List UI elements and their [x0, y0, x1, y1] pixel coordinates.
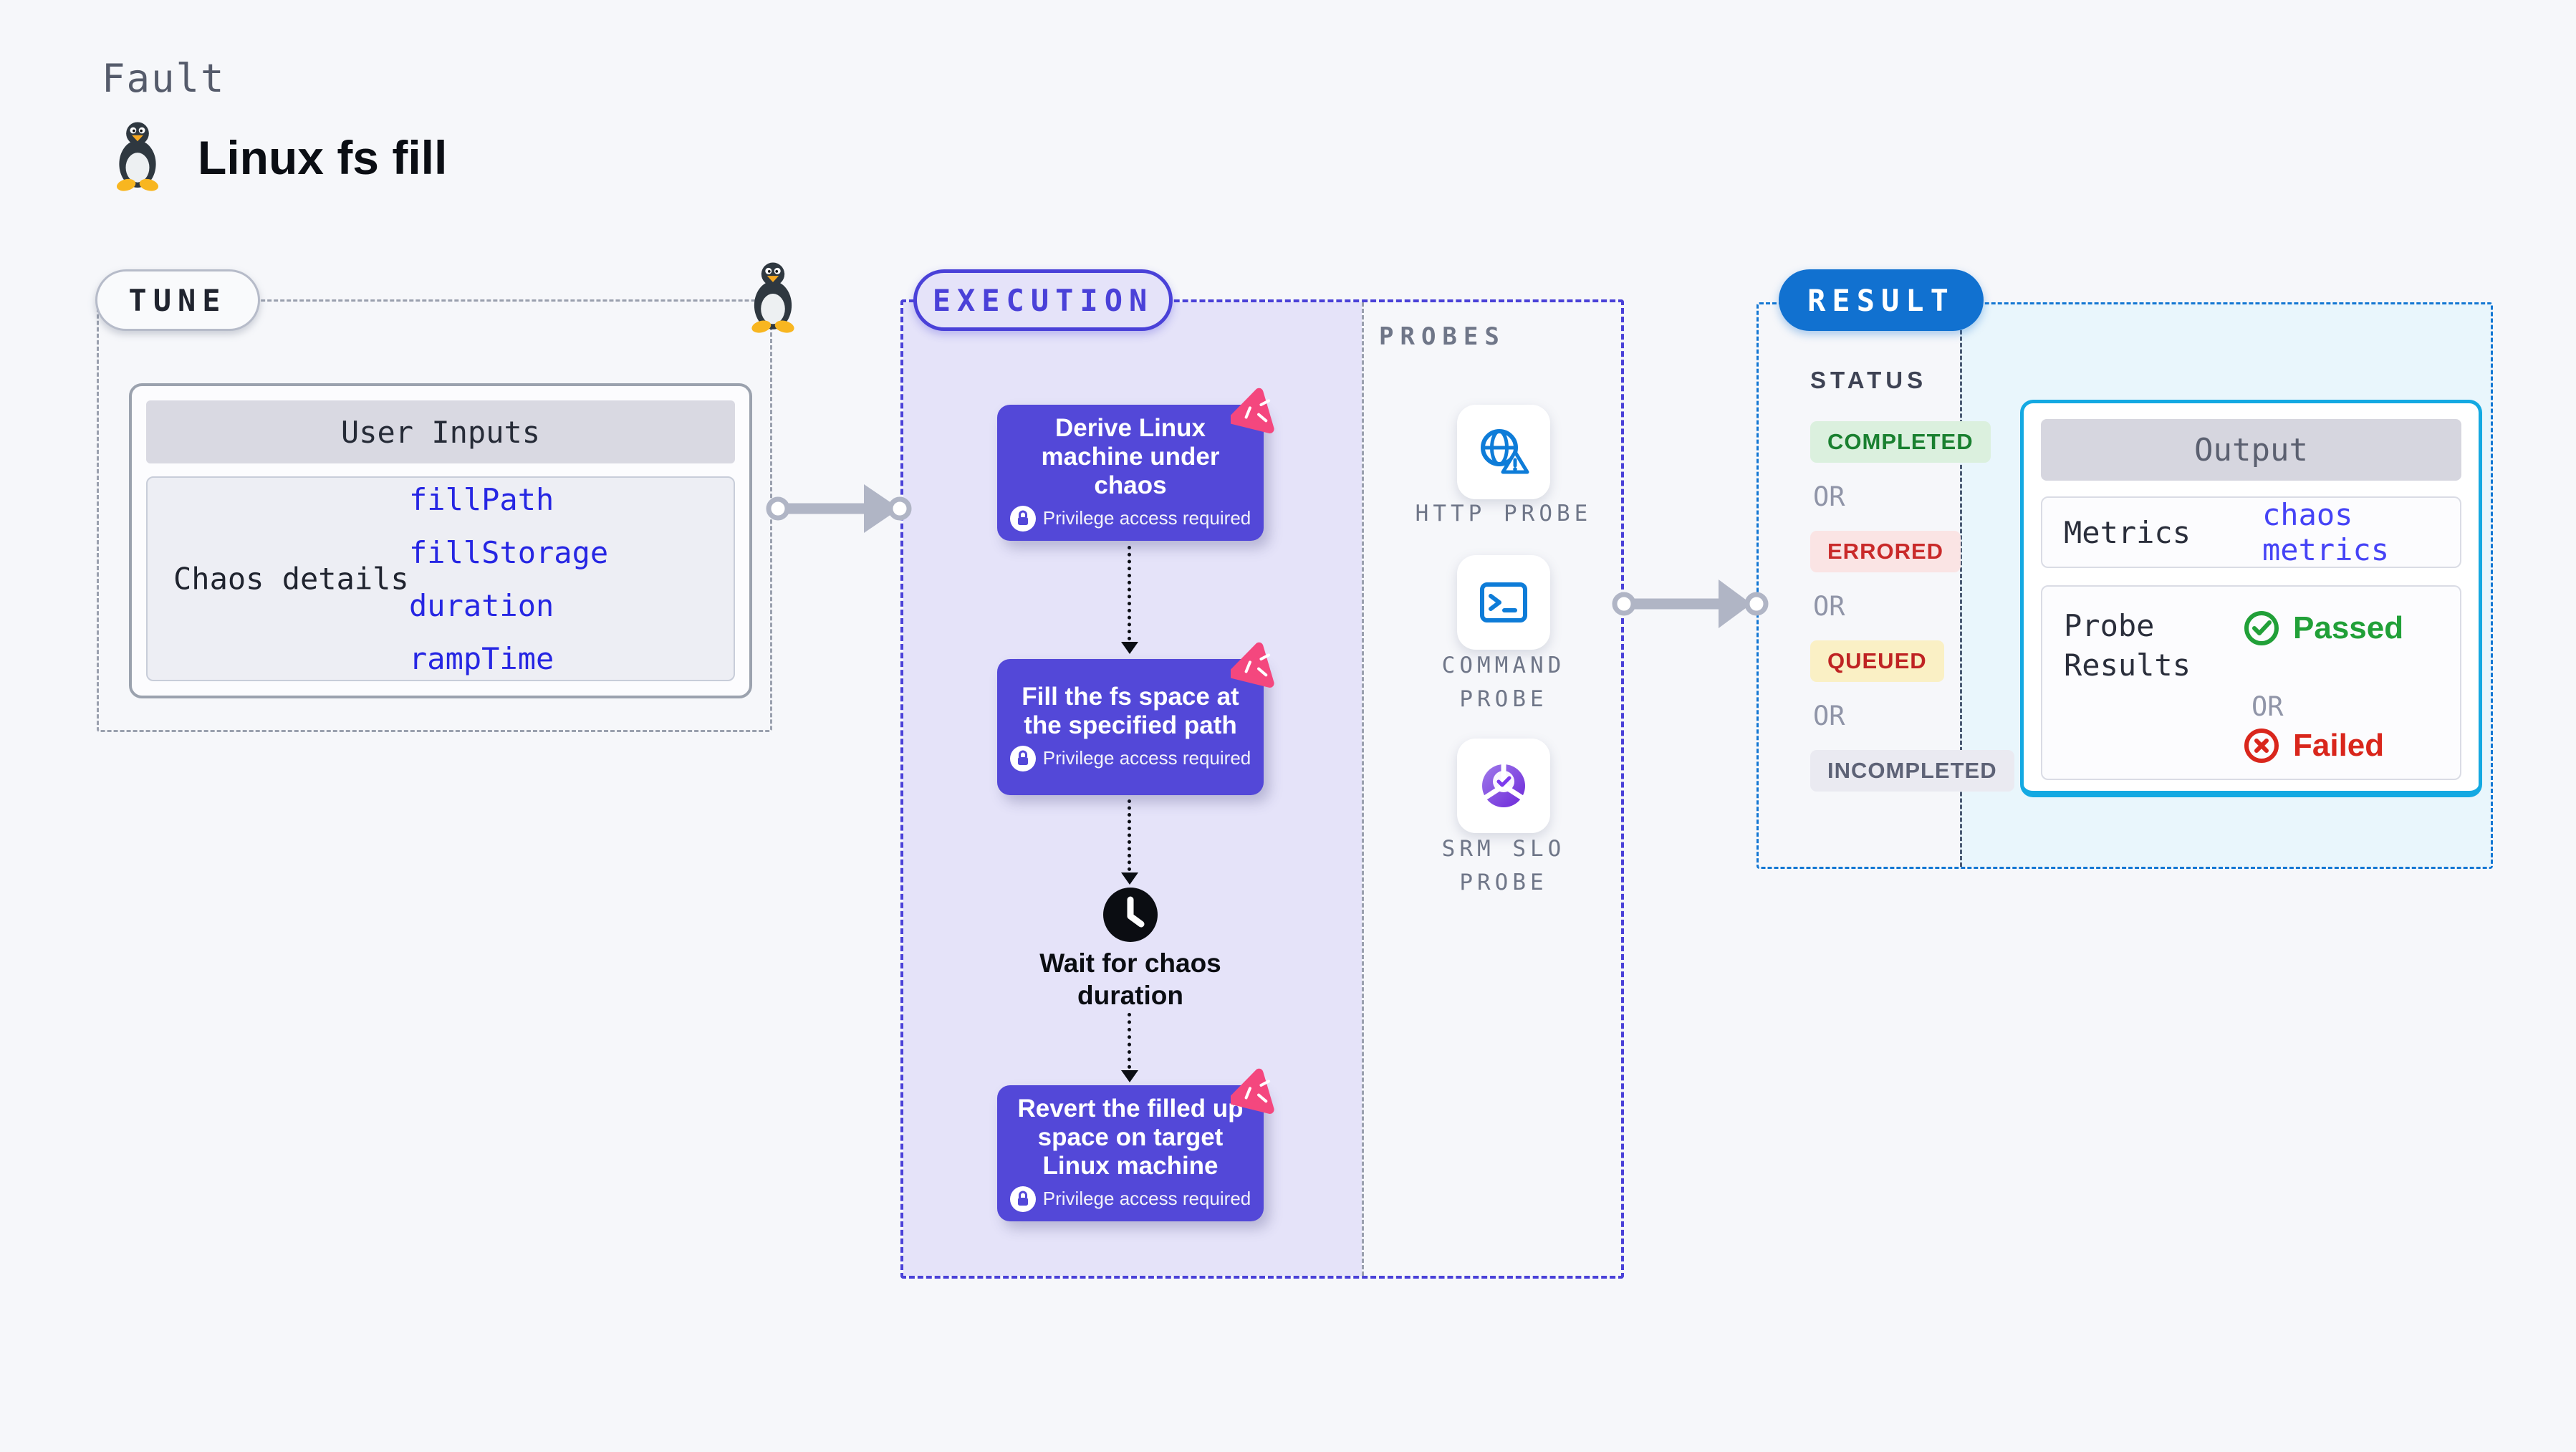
step-title: Revert the filled up space on target Lin…	[1017, 1095, 1244, 1180]
output-card: Output Metrics chaos metrics Probe Resul…	[2020, 400, 2482, 797]
fault-kicker: Fault	[102, 56, 226, 101]
wait-for-chaos-label: Wait for chaos duration	[1039, 948, 1221, 1011]
lock-icon	[1009, 1186, 1036, 1212]
chaos-burst-icon	[1231, 388, 1278, 435]
linux-penguin-icon-small	[750, 262, 796, 334]
failed-label: Failed	[2293, 728, 2385, 763]
result-pill: RESULT	[1779, 269, 1984, 331]
or-label: OR	[1813, 591, 1845, 622]
command-probe-label: COMMAND PROBE	[1441, 653, 1566, 712]
chaos-details-box: Chaos details fillPath fillStorage durat…	[146, 476, 735, 681]
passed-label: Passed	[2293, 610, 2404, 645]
or-label: OR	[1813, 481, 1845, 512]
lock-icon	[1009, 505, 1036, 532]
chaos-burst-icon	[1231, 1068, 1278, 1115]
param-link-fillstorage[interactable]: fillStorage	[409, 534, 609, 570]
step-fill-fs-space: Fill the fs space at the specified path …	[997, 659, 1264, 795]
connector-step1-step2	[1128, 546, 1131, 640]
arrow-execution-to-result	[1612, 580, 1769, 628]
privilege-badge-text: Privilege access required	[1042, 507, 1251, 529]
lock-icon	[1009, 745, 1036, 771]
status-badge-incompleted: INCOMPLETED	[1810, 750, 2014, 792]
connector-arrowhead	[1121, 1070, 1138, 1082]
or-label: OR	[2251, 691, 2284, 722]
metrics-row: Metrics chaos metrics	[2041, 496, 2461, 568]
probe-result-failed: Failed	[2243, 727, 2384, 764]
terminal-icon	[1480, 582, 1527, 622]
http-probe-label: HTTP PROBE	[1415, 501, 1592, 527]
slo-donut-check-icon	[1482, 763, 1525, 807]
chaos-params-list: fillPath fillStorage duration rampTime	[409, 478, 608, 680]
privilege-badge-text: Privilege access required	[1042, 1188, 1251, 1210]
step-title: Derive Linux machine under chaos	[1041, 414, 1220, 499]
srm-slo-probe-card	[1457, 739, 1550, 833]
probe-results-label: Probe Results	[2064, 608, 2191, 683]
execution-pill: EXECUTION	[913, 269, 1173, 331]
param-link-duration[interactable]: duration	[409, 587, 554, 623]
status-badge-queued: QUEUED	[1810, 640, 1944, 682]
clock-icon	[1103, 888, 1158, 942]
http-probe-card	[1457, 405, 1550, 499]
connector-arrowhead	[1121, 642, 1138, 654]
page-title: Linux fs fill	[198, 131, 448, 184]
probes-title: PROBES	[1379, 322, 1506, 351]
status-badge-completed: COMPLETED	[1810, 421, 1991, 463]
chaos-burst-icon	[1231, 642, 1278, 689]
status-column: STATUS COMPLETED OR ERRORED OR QUEUED OR…	[1810, 367, 2014, 792]
x-circle-icon	[2244, 729, 2279, 763]
chaos-details-label: Chaos details	[173, 561, 409, 597]
privilege-badge: Privilege access required	[1009, 745, 1251, 771]
step-title: Fill the fs space at the specified path	[1022, 683, 1239, 739]
globe-alert-icon	[1481, 429, 1529, 474]
privilege-badge-text: Privilege access required	[1042, 747, 1251, 769]
result-divider	[1960, 304, 1962, 867]
param-link-fillpath[interactable]: fillPath	[409, 481, 554, 517]
tune-pill: TUNE	[95, 269, 260, 331]
connector-step2-clock	[1128, 799, 1131, 871]
probe-result-passed: Passed	[2243, 610, 2403, 647]
step-derive-machine: Derive Linux machine under chaos Privile…	[997, 405, 1264, 541]
privilege-badge: Privilege access required	[1009, 1186, 1251, 1212]
or-label: OR	[1813, 701, 1845, 731]
check-circle-icon	[2244, 611, 2279, 645]
param-link-ramptime[interactable]: rampTime	[409, 640, 554, 676]
arrow-tune-to-execution	[766, 484, 912, 533]
output-header: Output	[2041, 419, 2461, 481]
user-inputs-card: User Inputs Chaos details fillPath fillS…	[129, 383, 752, 698]
connector-clock-step3	[1128, 1013, 1131, 1069]
step-revert-space: Revert the filled up space on target Lin…	[997, 1085, 1264, 1221]
metrics-label: Metrics	[2064, 514, 2191, 550]
chaos-metrics-link[interactable]: chaos metrics	[2262, 497, 2390, 567]
probe-results-row: Probe Results Passed OR Failed	[2041, 585, 2461, 780]
status-badge-errored: ERRORED	[1810, 531, 1961, 572]
probes-divider	[1362, 302, 1364, 1276]
user-inputs-header: User Inputs	[146, 400, 735, 463]
linux-penguin-icon	[115, 122, 160, 192]
srm-slo-probe-label: SRM SLO PROBE	[1441, 836, 1566, 895]
privilege-badge: Privilege access required	[1009, 505, 1251, 532]
connector-arrowhead	[1121, 872, 1138, 885]
command-probe-card	[1457, 555, 1550, 650]
status-title: STATUS	[1810, 367, 1928, 393]
